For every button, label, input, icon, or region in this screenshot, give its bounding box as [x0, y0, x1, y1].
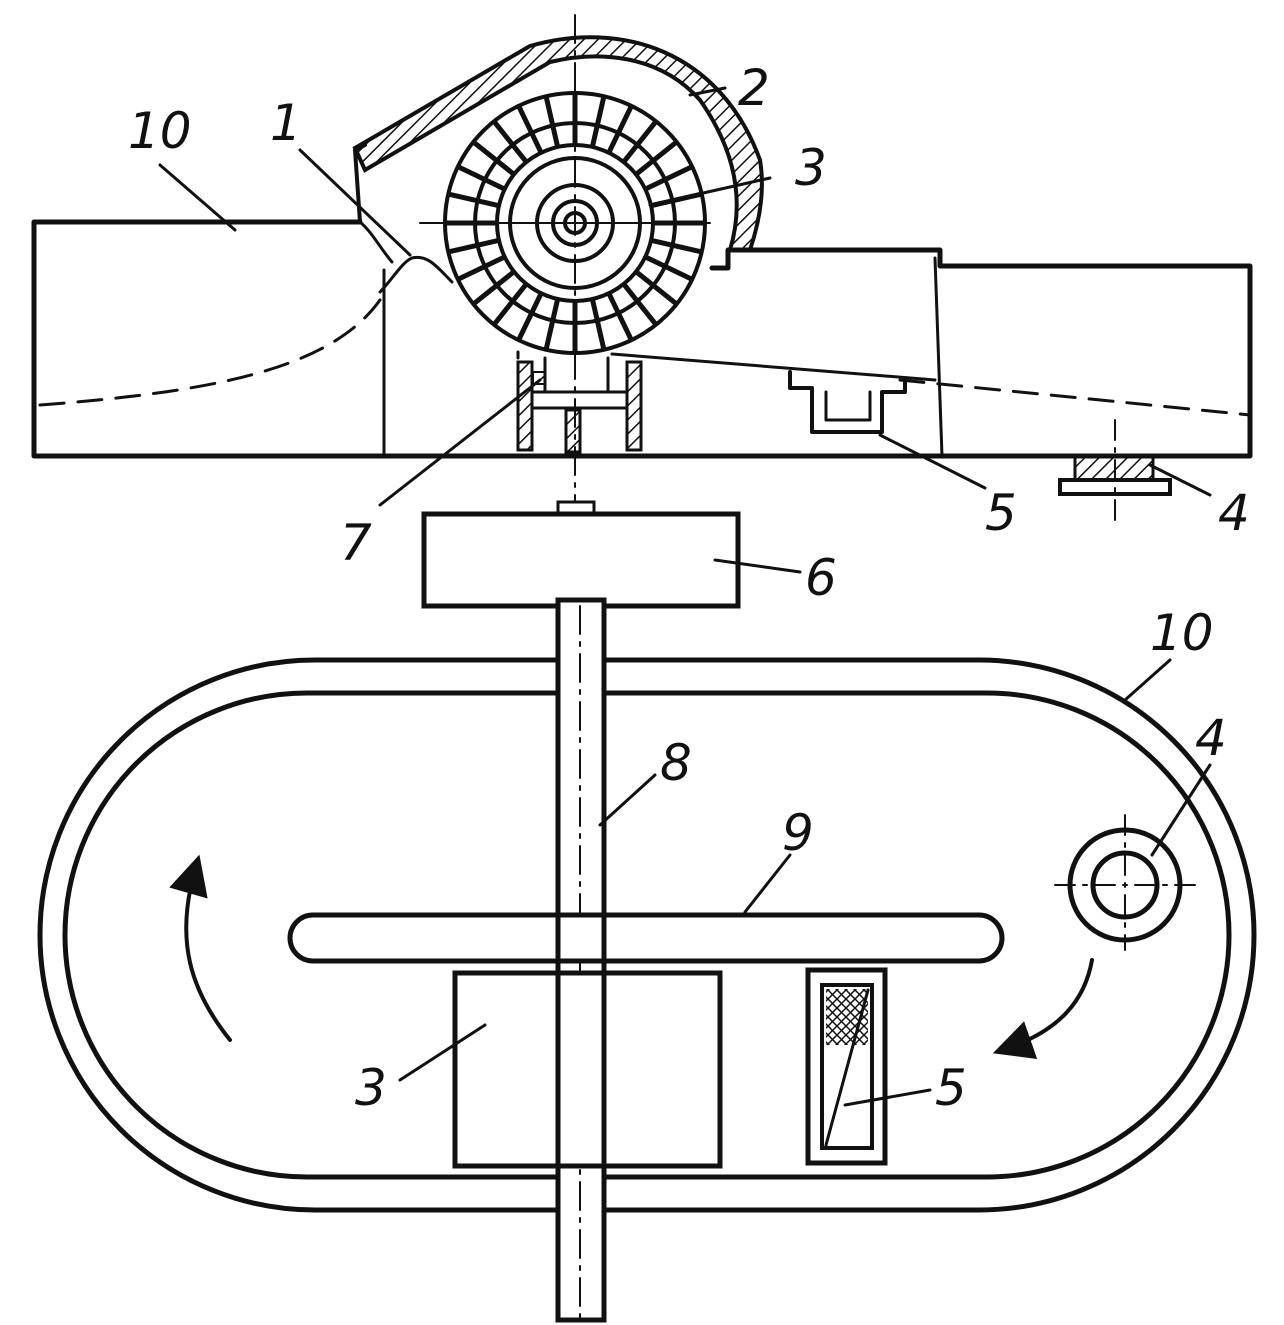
rotor-tooth: [456, 164, 506, 192]
water-level-line-left: [38, 298, 382, 407]
filter-trap-section: [788, 370, 907, 434]
water-level-line-right: [898, 378, 1252, 417]
label-5-side: 5: [985, 484, 1017, 542]
rotor-tooth: [447, 237, 500, 255]
tank-outer-wall: [37, 657, 1257, 1213]
rotor-tooth: [516, 104, 544, 154]
rotor-tooth: [606, 292, 634, 342]
label-1: 1: [270, 94, 302, 152]
shaft-column: [516, 356, 643, 454]
rotor-tooth: [650, 237, 703, 255]
label-8: 8: [660, 734, 692, 792]
label-9: 9: [782, 804, 814, 862]
label-7: 7: [340, 514, 372, 572]
label-4-side: 4: [1218, 484, 1250, 542]
rotor-tooth: [491, 282, 529, 327]
rotor-tooth: [606, 104, 634, 154]
label-3-side: 3: [795, 139, 827, 197]
rotor-tooth: [621, 282, 659, 327]
label-5-plan: 5: [935, 1059, 967, 1117]
cover-hood: [352, 35, 764, 252]
housing-outline: [31, 143, 1253, 459]
label-2: 2: [738, 59, 770, 117]
label-3-plan: 3: [355, 1059, 387, 1117]
rotor-tooth: [491, 119, 529, 164]
label-10-side: 10: [128, 102, 192, 160]
rotor-tooth: [634, 139, 679, 177]
plan-leaders: [398, 658, 1212, 1107]
drain-foot-section: [1058, 419, 1172, 526]
rotor-tooth: [589, 298, 607, 351]
plan-view: 10 4 8 9 3 5: [37, 597, 1257, 1323]
tank-inner-wall: [62, 690, 1232, 1180]
side-view: 10 1 2 3 4 5 6 7: [31, 14, 1253, 609]
drain-4: [1054, 814, 1196, 951]
rotor-tooth: [471, 269, 516, 307]
flow-arrow-right: [992, 958, 1094, 1060]
rotor-tooth: [644, 254, 694, 282]
block-3: [452, 970, 723, 1169]
flow-arrow-left: [169, 854, 232, 1042]
slot-9: [287, 912, 1005, 964]
rotor-tooth: [471, 139, 516, 177]
rotor-tooth: [644, 164, 694, 192]
rotor-tooth: [543, 95, 561, 148]
side-leaders: [158, 86, 1212, 574]
rotor-tooth: [456, 254, 506, 282]
rotor-tooth: [447, 191, 500, 209]
rotor-tooth: [589, 95, 607, 148]
filter-5: [805, 967, 888, 1166]
label-10-plan: 10: [1150, 604, 1214, 662]
rotor-tooth: [543, 298, 561, 351]
rotor-tooth: [516, 292, 544, 342]
label-4-plan: 4: [1195, 709, 1227, 767]
rotor-tooth: [621, 119, 659, 164]
motor-block: [421, 500, 741, 609]
rotor-tooth: [634, 269, 679, 307]
label-6: 6: [805, 549, 837, 607]
